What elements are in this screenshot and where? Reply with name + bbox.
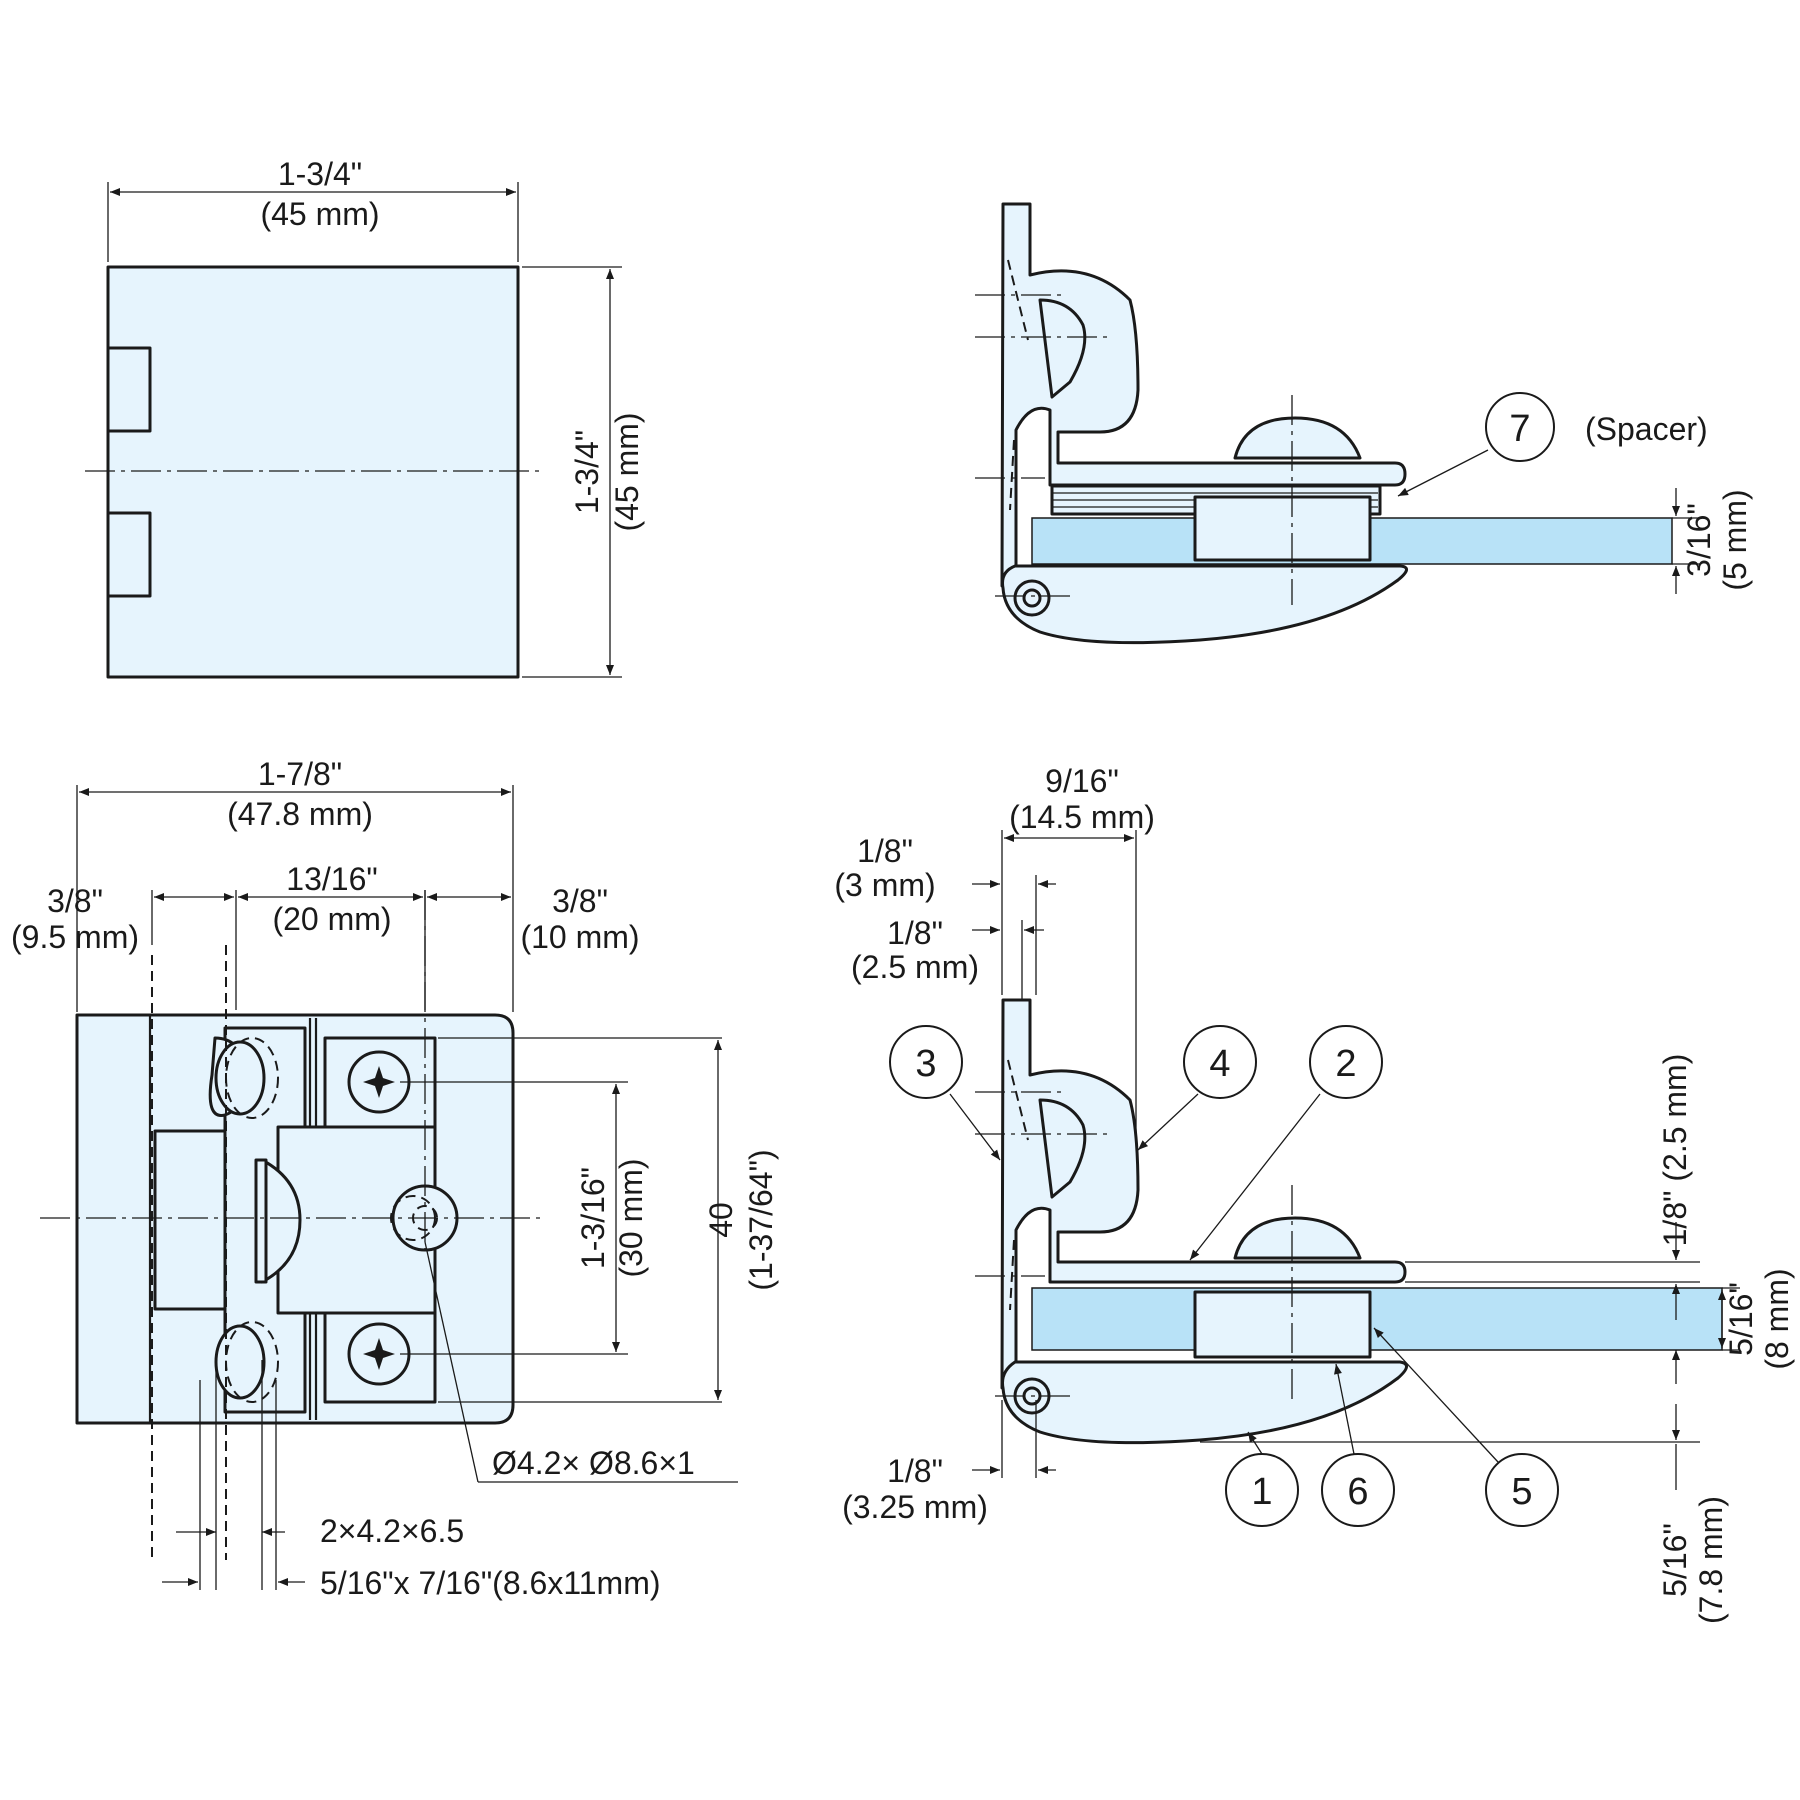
slot-lower bbox=[214, 1324, 266, 1400]
top-view-height-mm: (45 mm) bbox=[609, 412, 645, 531]
callout-6 bbox=[1321, 1453, 1395, 1527]
callout-2 bbox=[1309, 1025, 1383, 1099]
hinge-lower-leaf-top bbox=[1001, 564, 1408, 645]
side-view-top: 7 (Spacer) 3/16" (5 mm) bbox=[975, 202, 1753, 645]
front-view-right-in: 3/8" bbox=[552, 883, 608, 919]
hinge-lower-leaf-bottom bbox=[1001, 1360, 1408, 1445]
callout-2-label: 2 bbox=[1335, 1043, 1356, 1085]
top-view: 1-3/4" (45 mm) 1-3/4" (45 mm) bbox=[85, 156, 645, 679]
callout-1-label: 1 bbox=[1251, 1471, 1272, 1513]
glass-thickness-in: 5/16" bbox=[1723, 1282, 1759, 1356]
callout-4-label: 4 bbox=[1209, 1043, 1230, 1085]
front-view-mid-in: 13/16" bbox=[286, 861, 377, 897]
leaf-mm: (3 mm) bbox=[834, 867, 935, 903]
callout-5 bbox=[1485, 1453, 1559, 1527]
clamp-block-bottom bbox=[1193, 1290, 1372, 1359]
spacer-label: (Spacer) bbox=[1585, 411, 1708, 447]
leaf-in: 1/8" bbox=[857, 833, 913, 869]
bottom-leaf-mm: (7.8 mm) bbox=[1693, 1496, 1729, 1624]
spacer-thickness-mm: (5 mm) bbox=[1717, 489, 1753, 590]
callout-3 bbox=[889, 1025, 963, 1099]
slot-spec-1: 2×4.2×6.5 bbox=[320, 1513, 464, 1549]
clamp-block-top bbox=[1193, 495, 1372, 562]
top-view-width-mm: (45 mm) bbox=[260, 196, 379, 232]
top-view-body bbox=[106, 265, 520, 679]
front-view-cap bbox=[260, 1158, 302, 1284]
pin-in: 1/8" bbox=[887, 1453, 943, 1489]
callout-3-label: 3 bbox=[915, 1043, 936, 1085]
glass-panel-bottom bbox=[1031, 1287, 1723, 1351]
screw-head-bottom bbox=[1233, 1216, 1362, 1260]
top-view-width-in: 1-3/4" bbox=[278, 156, 362, 192]
callout-5-label: 5 bbox=[1511, 1471, 1532, 1513]
top-view-notch-lower bbox=[106, 511, 152, 598]
hinge-body-top bbox=[1000, 202, 1407, 590]
callout-4 bbox=[1183, 1025, 1257, 1099]
glass-thickness-mm: (8 mm) bbox=[1759, 1268, 1795, 1369]
side-view-bottom: 9/16" (14.5 mm) 1/8" (3 mm) 1/8" (2.5 mm… bbox=[834, 763, 1795, 1624]
callout-6-label: 6 bbox=[1347, 1471, 1368, 1513]
side-width-in: 9/16" bbox=[1045, 763, 1119, 799]
front-view-mid-mm: (20 mm) bbox=[272, 901, 391, 937]
top-view-height-in: 1-3/4" bbox=[569, 430, 605, 514]
hinge-clamp-top bbox=[1038, 298, 1087, 399]
callout-7-label: 7 bbox=[1509, 408, 1530, 450]
side-width-mm: (14.5 mm) bbox=[1009, 799, 1155, 835]
spacer-thickness-in: 3/16" bbox=[1681, 503, 1717, 577]
hinge-body-bottom bbox=[1000, 998, 1407, 1392]
front-view-left-in: 3/8" bbox=[47, 883, 103, 919]
front-view-overall-mm: (47.8 mm) bbox=[227, 796, 373, 832]
screw-head-top bbox=[1233, 416, 1362, 460]
slot-spec-2: 5/16"x 7/16"(8.6x11mm) bbox=[320, 1565, 661, 1601]
hole-spacing-mm: (30 mm) bbox=[613, 1158, 649, 1277]
gap-mm: (2.5 mm) bbox=[851, 949, 979, 985]
top-view-notch-upper bbox=[106, 346, 152, 433]
top-plate-dimension: 1/8" (2.5 mm) bbox=[1657, 1054, 1693, 1247]
pin-mm: (3.25 mm) bbox=[842, 1489, 988, 1525]
callout-7 bbox=[1485, 392, 1555, 462]
hole-spec: Ø4.2× Ø8.6×1 bbox=[492, 1445, 695, 1481]
gap-in: 1/8" bbox=[887, 915, 943, 951]
hole-spacing-in: 1-3/16" bbox=[575, 1167, 611, 1269]
hinge-clamp-bottom bbox=[1038, 1098, 1087, 1199]
front-view-left-mm: (9.5 mm) bbox=[11, 919, 139, 955]
front-view-right-mm: (10 mm) bbox=[520, 919, 639, 955]
front-view-overall-in: 1-7/8" bbox=[258, 756, 342, 792]
front-view: 1-7/8" (47.8 mm) 3/8" (9.5 mm) 13/16" (2… bbox=[11, 756, 779, 1601]
front-view-pocket bbox=[153, 1129, 227, 1311]
front-view-height-mm: 40 bbox=[703, 1202, 739, 1238]
bottom-leaf-in: 5/16" bbox=[1657, 1523, 1693, 1597]
front-view-height-in: (1-37/64") bbox=[743, 1149, 779, 1290]
